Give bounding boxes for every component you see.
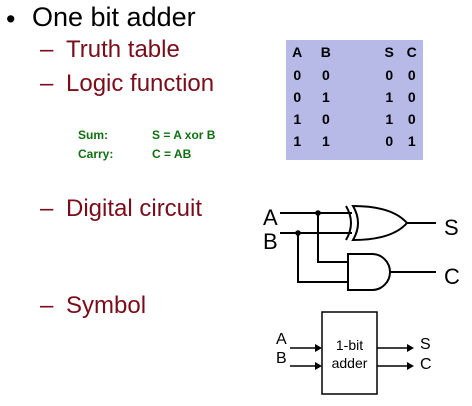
header-c: C [406, 44, 417, 60]
junction-b [295, 230, 301, 236]
arrow-b-icon [315, 362, 322, 370]
symbol-label-c: C [420, 356, 432, 373]
item-digital-circuit: –Digital circuit [40, 195, 202, 223]
truth-table-header: A B S C [286, 40, 423, 64]
carry-label: Carry: [78, 147, 114, 161]
adder-block-line2: adder [331, 355, 368, 371]
symbol-label-b: B [276, 350, 287, 367]
xor-gate [351, 204, 409, 242]
symbol-label-s: S [420, 336, 431, 353]
cell: 0 [385, 133, 394, 149]
cell: 1 [293, 133, 302, 149]
adder-block-line1: 1-bit [335, 337, 364, 353]
bullet: • [6, 4, 16, 34]
cell: 1 [385, 89, 394, 105]
junction-a [315, 210, 321, 216]
arrow-s-icon [407, 344, 414, 352]
circuit-label-a: A [263, 205, 278, 230]
header-a: A [292, 44, 303, 60]
slide-title: One bit adder [32, 2, 196, 32]
arrow-a-icon [315, 344, 322, 352]
arrow-c-icon [407, 362, 414, 370]
and-gate [347, 253, 391, 291]
xor-extra-curve [345, 205, 352, 241]
dash: – [40, 195, 54, 222]
item-logic-function: –Logic function [40, 70, 214, 98]
wire-a-branch [317, 213, 348, 263]
sum-label: Sum: [78, 128, 108, 142]
circuit-label-b: B [263, 229, 278, 254]
cell: 0 [385, 67, 394, 83]
header-s: S [384, 44, 394, 60]
cell: 0 [321, 67, 330, 83]
table-row: 0 1 1 0 [286, 86, 423, 108]
item-label: Logic function [66, 70, 215, 97]
cell: 0 [407, 111, 416, 127]
symbol-label-a: A [276, 331, 287, 348]
cell: 0 [293, 89, 302, 105]
dash: – [40, 70, 54, 97]
cell: 0 [407, 67, 416, 83]
circuit-label-s: S [444, 215, 459, 240]
item-label: Digital circuit [66, 195, 203, 222]
circuit-label-c: C [444, 264, 460, 289]
cell: 0 [321, 111, 330, 127]
wire-b-branch [297, 233, 348, 283]
cell: 1 [407, 133, 416, 149]
cell: 0 [293, 67, 302, 83]
cell: 1 [321, 89, 330, 105]
table-row: 1 0 1 0 [286, 108, 423, 130]
table-row: 0 0 0 0 [286, 64, 423, 86]
cell: 0 [407, 89, 416, 105]
item-label: Symbol [66, 292, 147, 319]
item-symbol: –Symbol [40, 292, 146, 320]
carry-expression: C = AB [152, 147, 192, 161]
sum-expression: S = A xor B [152, 128, 216, 142]
header-b: B [320, 44, 331, 60]
dash: – [40, 36, 54, 63]
table-row: 1 1 0 1 [286, 130, 423, 152]
cell: 1 [293, 111, 302, 127]
cell: 1 [321, 133, 330, 149]
dash: – [40, 292, 54, 319]
item-label: Truth table [66, 36, 180, 63]
cell: 1 [385, 111, 394, 127]
adder-block-label: 1-bit adder [322, 336, 377, 372]
adder-block [321, 311, 378, 395]
item-truth-table: –Truth table [40, 36, 180, 64]
truth-table: A B S C 0 0 0 0 0 1 1 0 1 0 1 0 1 [286, 40, 423, 160]
